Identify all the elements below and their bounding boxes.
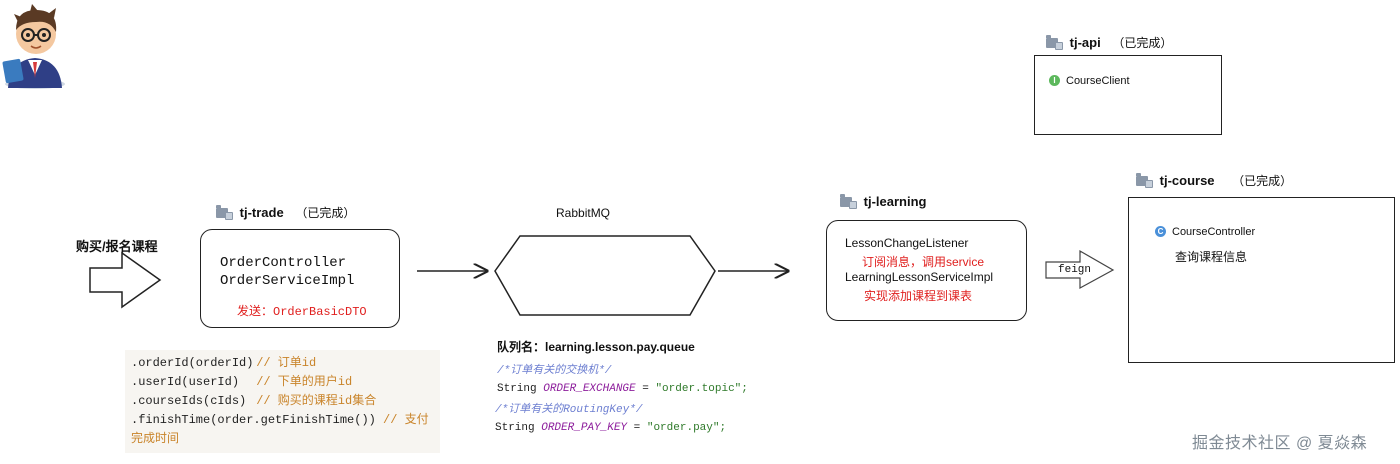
feign-label: feign	[1058, 264, 1092, 276]
learning-listener: LessonChangeListener	[845, 236, 969, 250]
course-module-name: tj-course	[1159, 173, 1215, 188]
dto-field-row: .courseIds(cIds) // 购买的课程id集合	[131, 394, 377, 408]
watermark: 掘金技术社区 @ 夏焱森	[1192, 435, 1368, 452]
exchange-line: String ORDER_EXCHANGE = "order.topic";	[497, 383, 748, 395]
feign-arrow	[1045, 249, 1115, 290]
dto-field-row: .finishTime(order.getFinishTime()) // 支付…	[131, 413, 429, 446]
api-module-status: （已完成）	[1112, 36, 1173, 50]
trade-send-label: 发送：OrderBasicDTO	[237, 305, 367, 319]
api-module-label: tj-api （已完成）	[1046, 34, 1172, 51]
mq-routing-constant: /*订单有关的RoutingKey*/ String ORDER_PAY_KEY…	[495, 401, 726, 437]
course-note: 查询课程信息	[1175, 250, 1248, 264]
exchange-comment: /*订单有关的交换机*/	[497, 365, 612, 377]
mq-hexagon	[494, 235, 716, 316]
mq-title: RabbitMQ	[556, 206, 611, 220]
class-icon: C	[1155, 226, 1166, 237]
learning-service: LearningLessonServiceImpl	[845, 270, 994, 284]
course-module-label: tj-course （已完成）	[1136, 172, 1292, 189]
learning-box: LessonChangeListener 订阅消息，调用service Lear…	[826, 220, 1027, 321]
learning-listener-note: 订阅消息，调用service	[862, 255, 985, 269]
api-module-name: tj-api	[1069, 35, 1101, 50]
course-controller-name: CourseController	[1172, 226, 1256, 238]
user-action-label: 购买/报名课程	[76, 239, 158, 254]
mq-exchange-constant: /*订单有关的交换机*/ String ORDER_EXCHANGE = "or…	[497, 362, 748, 398]
trade-service: OrderServiceImpl	[220, 273, 355, 289]
trade-box: OrderController OrderServiceImpl 发送：Orde…	[200, 229, 400, 328]
learning-service-note: 实现添加课程到课表	[864, 289, 973, 303]
course-module-status: （已完成）	[1232, 174, 1293, 188]
folder-icon	[1136, 173, 1153, 188]
api-client-name: CourseClient	[1066, 75, 1130, 87]
learning-module-label: tj-learning	[840, 194, 926, 209]
trade-module-name: tj-trade	[239, 205, 284, 220]
learning-module-name: tj-learning	[863, 194, 927, 209]
api-client: I CourseClient	[1049, 75, 1130, 87]
dto-code-panel: .orderId(orderId) // 订单id .userId(userId…	[125, 350, 440, 453]
user-action-arrow	[89, 251, 162, 309]
folder-icon	[1046, 35, 1063, 50]
folder-icon	[840, 194, 857, 209]
mq-queue-label: 队列名：learning.lesson.pay.queue	[497, 340, 695, 354]
course-box: C CourseController 查询课程信息	[1128, 197, 1395, 363]
routing-line: String ORDER_PAY_KEY = "order.pay";	[495, 422, 727, 434]
api-box: I CourseClient	[1034, 55, 1222, 135]
trade-controller: OrderController	[220, 255, 347, 271]
trade-module-label: tj-trade （已完成）	[216, 204, 355, 221]
dto-field-row: .userId(userId) // 下单的用户id	[131, 375, 353, 389]
interface-icon: I	[1049, 75, 1060, 86]
user-avatar	[0, 0, 70, 90]
folder-icon	[216, 205, 233, 220]
routing-comment: /*订单有关的RoutingKey*/	[495, 404, 643, 416]
trade-module-status: （已完成）	[295, 206, 356, 220]
dto-field-row: .orderId(orderId) // 订单id	[131, 356, 317, 370]
course-controller: C CourseController	[1155, 226, 1255, 238]
